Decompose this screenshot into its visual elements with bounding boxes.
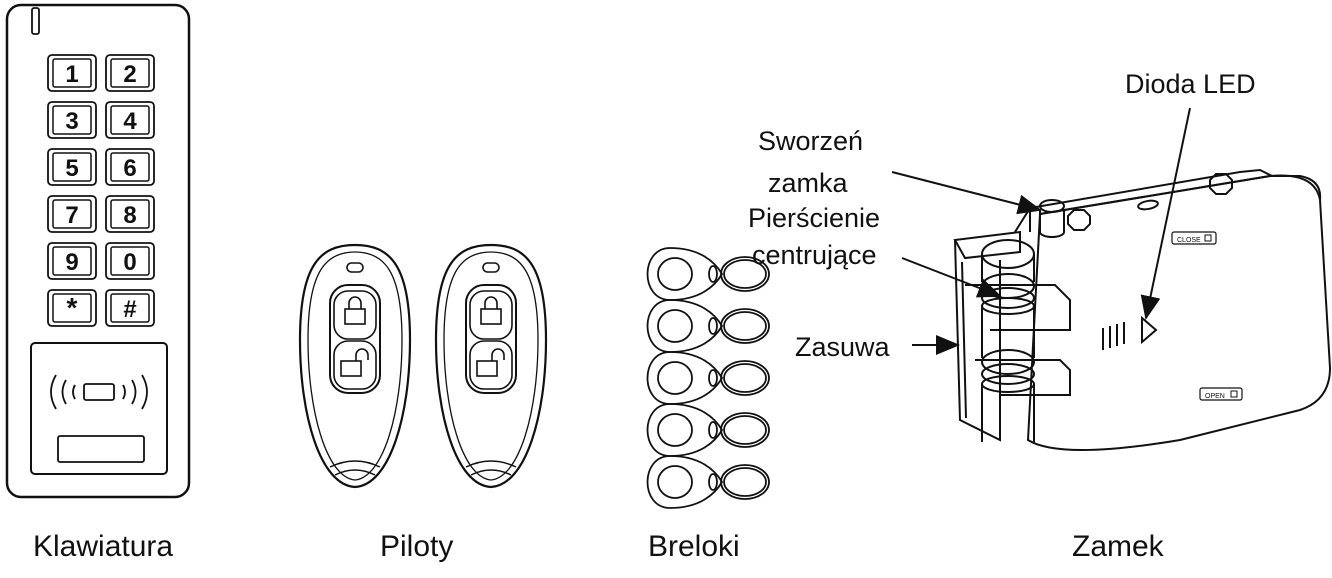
lock-closed-icon xyxy=(344,296,366,325)
vent-icon xyxy=(1102,322,1125,350)
callout-rings-label-line1: Pierścienie xyxy=(748,203,881,233)
lock-closed-icon xyxy=(480,296,502,325)
callout-led-label: Dioda LED xyxy=(1125,69,1256,99)
keypad-key-label: 5 xyxy=(65,155,78,182)
callout-rings-label-line2: centrujące xyxy=(752,240,877,270)
remote-left xyxy=(298,243,412,489)
keypad-key-label: * xyxy=(67,292,78,323)
keypad-key-2: 2 xyxy=(105,54,155,92)
callout-pin-label-line1: Sworzeń xyxy=(758,126,864,156)
led-arrow xyxy=(1140,107,1191,320)
callout-bolt-label: Zasuwa xyxy=(795,332,890,362)
caption-keyfobs: Breloki xyxy=(648,530,740,563)
caption-remotes: Piloty xyxy=(380,530,454,563)
callout-arrows xyxy=(891,107,1191,355)
open-marker: OPEN xyxy=(1199,387,1243,401)
keypad: 1 2 3 4 5 6 7 8 9 0 * # xyxy=(5,3,191,499)
keypad-key-0: 0 xyxy=(105,242,155,280)
keypad-key-label: 3 xyxy=(65,108,78,135)
keypad-key-label: 9 xyxy=(65,249,78,276)
led-icon xyxy=(1141,315,1158,345)
caption-keypad: Klawiatura xyxy=(33,530,174,563)
keypad-key-label: # xyxy=(123,296,136,323)
keyfob xyxy=(646,247,770,301)
open-label: OPEN xyxy=(1205,393,1225,400)
keypad-key-6: 6 xyxy=(105,148,155,186)
keyfob xyxy=(646,403,770,457)
keypad-key-label: 8 xyxy=(123,202,136,229)
keypad-key-label: 1 xyxy=(65,61,78,88)
keypad-body xyxy=(5,3,191,499)
keypad-key-1: 1 xyxy=(47,54,97,92)
keypad-keys: 1 2 3 4 5 6 7 8 9 0 * # xyxy=(47,54,155,327)
lock-open-icon xyxy=(340,348,369,377)
rings-arrow xyxy=(901,257,1002,298)
keypad-key-label: 4 xyxy=(123,108,137,135)
keypad-key-4: 4 xyxy=(105,101,155,139)
rfid-icon xyxy=(50,374,148,410)
rfid-window xyxy=(57,435,145,463)
keyfob xyxy=(646,351,770,405)
centering-rings xyxy=(981,239,1035,442)
keyfob xyxy=(646,299,770,353)
rfid-reader-area xyxy=(30,342,168,475)
keypad-key-3: 3 xyxy=(47,101,97,139)
keypad-key-label: 2 xyxy=(123,61,136,88)
keypad-key-star: * xyxy=(47,289,97,327)
keypad-key-label: 6 xyxy=(123,155,136,182)
lock-open-icon xyxy=(476,348,505,377)
keyfob-stack xyxy=(646,247,770,509)
keypad-key-7: 7 xyxy=(47,195,97,233)
keypad-indicator xyxy=(31,7,40,35)
lock-device: CLOSE OPEN xyxy=(953,168,1332,451)
top-screw-icon xyxy=(1067,173,1233,231)
keypad-key-8: 8 xyxy=(105,195,155,233)
keyfob xyxy=(646,455,770,509)
keypad-key-hash: # xyxy=(105,289,155,327)
caption-lock: Zamek xyxy=(1072,530,1164,563)
callout-pin-label-line2: zamka xyxy=(768,168,848,198)
close-label: CLOSE xyxy=(1177,237,1201,244)
keypad-key-9: 9 xyxy=(47,242,97,280)
close-marker: CLOSE xyxy=(1171,231,1217,245)
keypad-key-label: 0 xyxy=(123,249,136,276)
remote-right xyxy=(434,243,548,489)
pin-arrow xyxy=(891,171,1042,215)
keypad-key-5: 5 xyxy=(47,148,97,186)
keypad-key-label: 7 xyxy=(65,202,78,229)
